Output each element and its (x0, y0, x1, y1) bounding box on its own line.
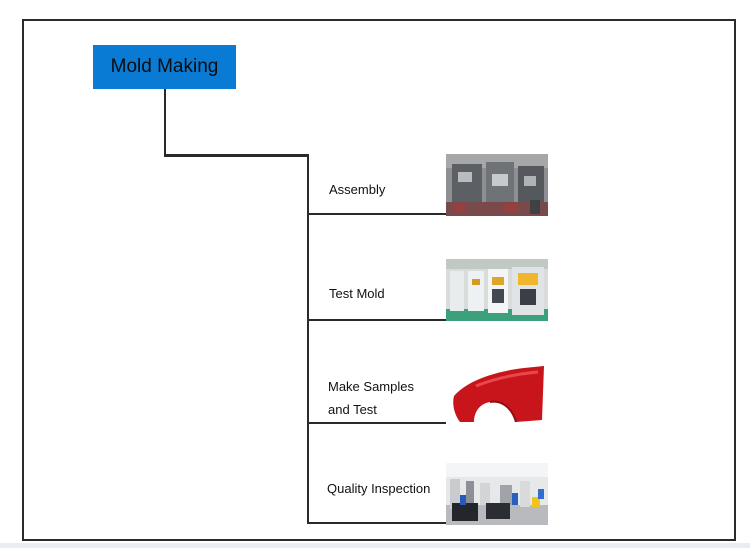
root-connector-horizontal (164, 154, 309, 157)
press-machines-photo (446, 259, 548, 321)
step-label-test-mold: Test Mold (329, 286, 385, 301)
mold-assembly-photo (446, 154, 548, 216)
diagram-frame (22, 19, 736, 541)
branch-underline-quality-inspection (307, 522, 446, 524)
branch-underline-test-mold (307, 319, 446, 321)
step-label-quality-inspection: Quality Inspection (327, 481, 431, 496)
root-connector-vertical (164, 89, 166, 156)
step-label-assembly: Assembly (329, 182, 386, 197)
inspection-room-photo (446, 463, 548, 525)
red-fender-photo (446, 362, 548, 424)
branch-underline-assembly (307, 213, 446, 215)
branch-trunk (307, 154, 309, 524)
step-label-make-samples: Make Samples and Test (328, 379, 414, 417)
branch-underline-make-samples (307, 422, 446, 424)
root-node-label: Mold Making (110, 56, 219, 77)
root-node-mold-making: Mold Making (93, 45, 236, 89)
bottom-shade (0, 543, 750, 548)
